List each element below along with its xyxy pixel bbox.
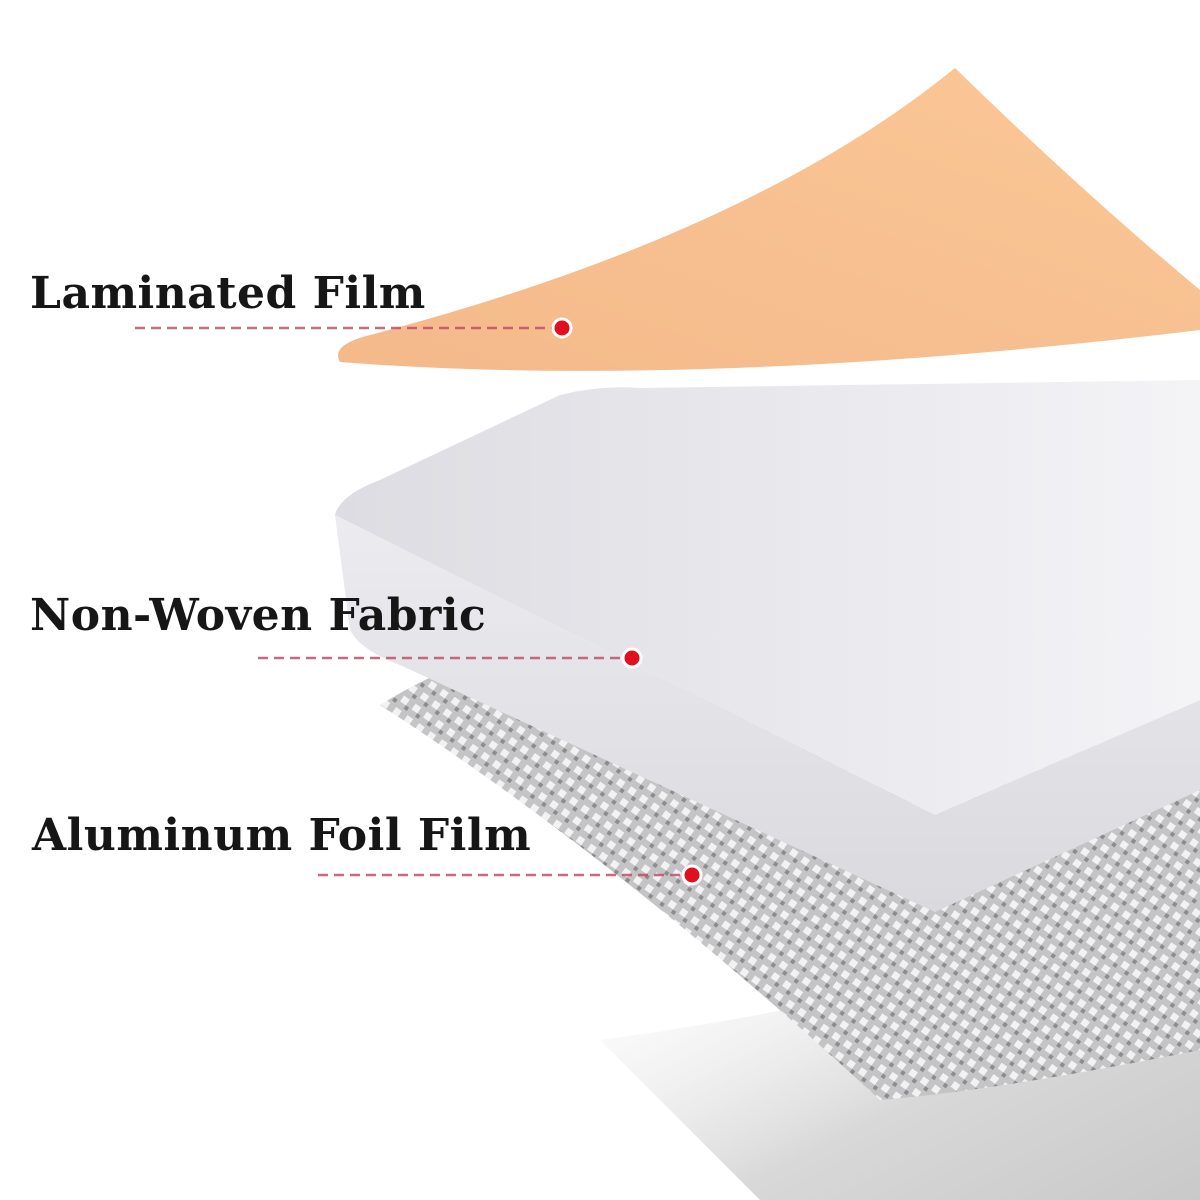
marker-non-woven: [621, 647, 643, 669]
label-laminated-film: Laminated Film: [30, 268, 426, 319]
non-woven-fabric-front: [335, 515, 1200, 912]
marker-foil: [681, 864, 703, 886]
label-aluminum-foil-film: Aluminum Foil Film: [32, 810, 532, 861]
markers: [551, 317, 703, 886]
non-woven-fabric-layer: [335, 380, 1200, 815]
leader-lines: [135, 326, 685, 877]
marker-laminated: [551, 317, 573, 339]
laminated-film-layer: [338, 68, 1200, 371]
label-non-woven-fabric: Non-Woven Fabric: [30, 590, 487, 641]
